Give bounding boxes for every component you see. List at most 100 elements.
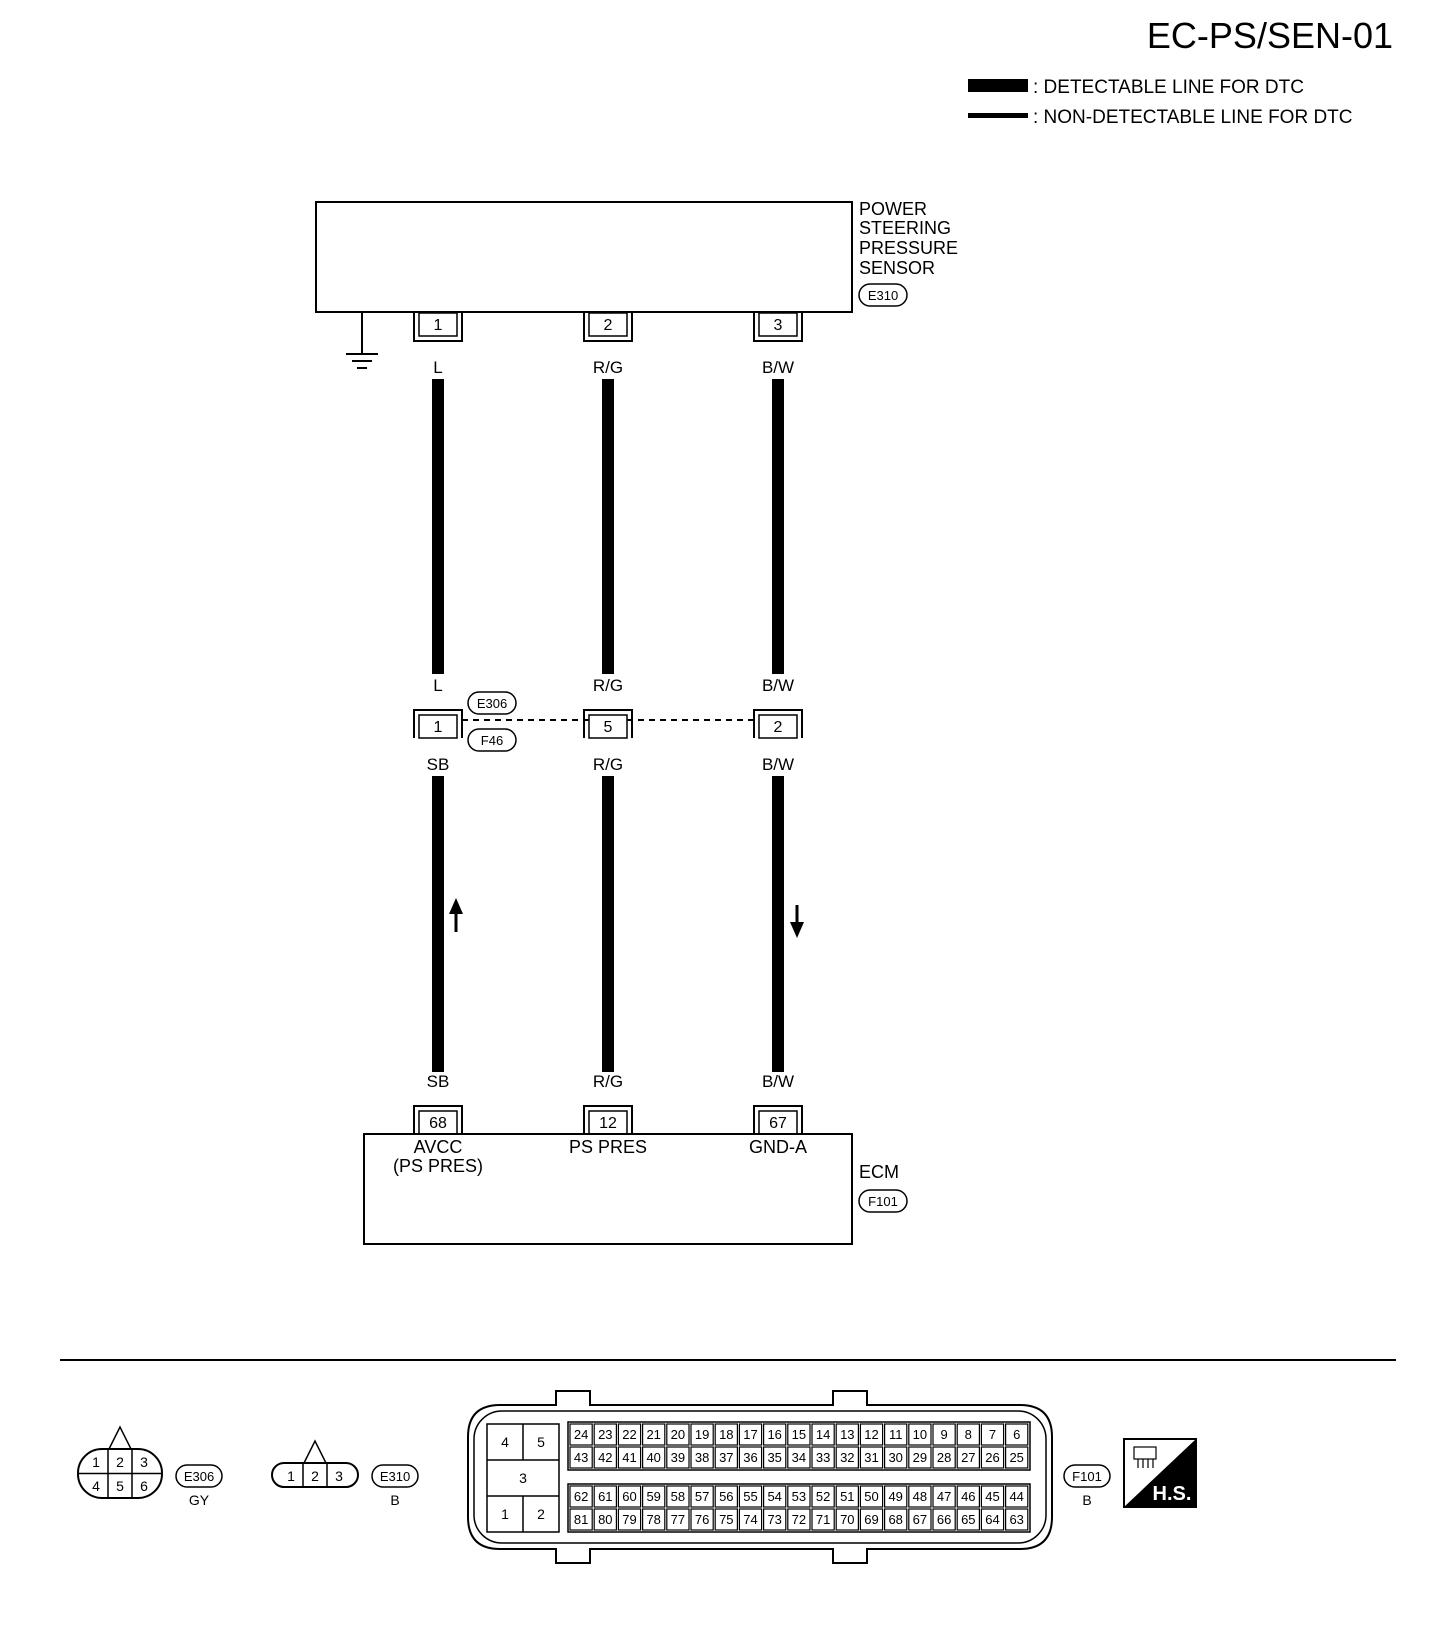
f101-cavity-box (714, 1423, 739, 1446)
joint-pin-1: 1 (413, 709, 463, 739)
wire-label-rg-joint-upper: R/G (593, 676, 623, 695)
f101-cavity-box (1004, 1485, 1029, 1508)
e310-cavity-2: 2 (311, 1468, 319, 1484)
wire-label-bw-joint-lower: B/W (762, 755, 794, 774)
f101-cavity-box (1004, 1508, 1029, 1531)
f101-cavity-number: 32 (840, 1450, 854, 1465)
f101-cavity-box (883, 1485, 908, 1508)
f101-cavity-number: 54 (767, 1489, 781, 1504)
f101-cavity-box (811, 1485, 835, 1508)
f101-cavity-box (1004, 1446, 1029, 1469)
f101-cavity-box (666, 1485, 690, 1508)
f101-cavity-number: 23 (598, 1427, 612, 1442)
f101-cavity-number: 35 (767, 1450, 781, 1465)
f101-cavity-box (859, 1508, 884, 1531)
f101-cavity-number: 81 (574, 1512, 588, 1527)
f101-cavity-box (835, 1508, 860, 1531)
f101-cavity-box (980, 1423, 1005, 1446)
f101-cavity-number: 36 (743, 1450, 757, 1465)
legend-detectable-swatch (968, 79, 1028, 92)
f101-cavity-number: 58 (671, 1489, 685, 1504)
sensor-component: POWER STEERING PRESSURE SENSOR E310 (315, 199, 958, 313)
f101-cavity-number: 52 (816, 1489, 830, 1504)
f101-connector-id: F101 (1072, 1469, 1102, 1484)
f101-cavity-number: 25 (1009, 1450, 1023, 1465)
f101-cavity-4: 4 (501, 1434, 509, 1450)
f101-cavity-number: 41 (622, 1450, 636, 1465)
f101-cavity-number: 20 (671, 1427, 685, 1442)
sensor-connector-oval (858, 283, 908, 307)
f101-cavity-number: 49 (888, 1489, 902, 1504)
f101-cavity-box (908, 1485, 932, 1508)
svg-text:5: 5 (604, 719, 613, 736)
f101-cavity-number: 56 (719, 1489, 733, 1504)
f101-cavity-box (641, 1423, 666, 1446)
f101-cavity-box (787, 1423, 811, 1446)
f101-cavity-box (980, 1508, 1005, 1531)
f101-cavity-number: 51 (840, 1489, 854, 1504)
f101-cavity-number: 43 (574, 1450, 588, 1465)
f101-cavity-box (641, 1446, 666, 1469)
f101-cavity-number: 44 (1009, 1489, 1023, 1504)
wire-segment-l-upper (432, 379, 444, 674)
f101-cavity-box (787, 1508, 811, 1531)
f101-cavity-number: 9 (940, 1427, 947, 1442)
ecm-connector-id: F101 (868, 1194, 898, 1209)
legend: : DETECTABLE LINE FOR DTC : NON-DETECTAB… (968, 77, 1353, 128)
page-title: EC-PS/SEN-01 (1147, 15, 1393, 56)
f101-cavity-number: 22 (622, 1427, 636, 1442)
harness-side-badge-text: H.S. (1153, 1483, 1192, 1505)
connector-view-e306: 1 2 3 4 5 6 E306 GY (77, 1425, 223, 1508)
sensor-label-line-3: PRESSURE (859, 238, 958, 258)
f101-cavity-number: 63 (1009, 1512, 1023, 1527)
f101-cavity-box (569, 1508, 593, 1531)
f101-cavity-box (859, 1485, 884, 1508)
f101-cavity-number: 46 (961, 1489, 975, 1504)
f101-cavity-number: 26 (985, 1450, 999, 1465)
arrow-up-icon (449, 898, 463, 932)
f101-cavity-box (762, 1446, 787, 1469)
f101-cavity-box (666, 1446, 690, 1469)
f101-cavity-number: 71 (816, 1512, 830, 1527)
f101-cavity-number: 7 (989, 1427, 996, 1442)
f101-cavity-number: 55 (743, 1489, 757, 1504)
sensor-pin-1: 1 (413, 312, 463, 342)
f101-cavity-box (883, 1508, 908, 1531)
wire-label-rg-top: R/G (593, 358, 623, 377)
f101-connector-color: B (1082, 1492, 1091, 1508)
f101-cavity-number: 18 (719, 1427, 733, 1442)
f101-cavity-box (738, 1485, 763, 1508)
f101-cavity-box (787, 1446, 811, 1469)
ecm-connector-oval (858, 1189, 908, 1213)
f101-cavity-number: 62 (574, 1489, 588, 1504)
f101-cavity-box (617, 1423, 642, 1446)
f101-cavity-number: 39 (671, 1450, 685, 1465)
f101-cavity-number: 76 (695, 1512, 709, 1527)
f101-cavity-box (569, 1485, 593, 1508)
ecm-pin-67: 67 (753, 1105, 803, 1135)
svg-text:67: 67 (769, 1115, 787, 1132)
ecm-box (363, 1133, 853, 1245)
f101-cavity-number: 53 (792, 1489, 806, 1504)
f101-cavity-number: 12 (864, 1427, 878, 1442)
f101-cavity-3: 3 (519, 1470, 527, 1486)
f101-cavity-number: 45 (985, 1489, 999, 1504)
e306-cavity-4: 4 (92, 1478, 100, 1494)
f101-cavity-number: 14 (816, 1427, 830, 1442)
f101-cavity-box (569, 1446, 593, 1469)
wire-segment-rg-upper (602, 379, 614, 674)
e310-cavity-3: 3 (335, 1468, 343, 1484)
f101-cavity-number: 65 (961, 1512, 975, 1527)
f101-lower-cavity-block (567, 1483, 1031, 1533)
f101-cavity-number: 40 (646, 1450, 660, 1465)
f101-cavity-box (666, 1508, 690, 1531)
sensor-label-line-2: STEERING (859, 218, 951, 238)
f101-cavity-box (690, 1508, 714, 1531)
wire-label-bw-top: B/W (762, 358, 794, 377)
f101-cavity-box (908, 1423, 932, 1446)
f101-cavity-box (932, 1423, 956, 1446)
f101-cavity-number: 60 (622, 1489, 636, 1504)
f101-cavity-box (956, 1508, 981, 1531)
joint-connector-e306: E306 (467, 691, 517, 715)
